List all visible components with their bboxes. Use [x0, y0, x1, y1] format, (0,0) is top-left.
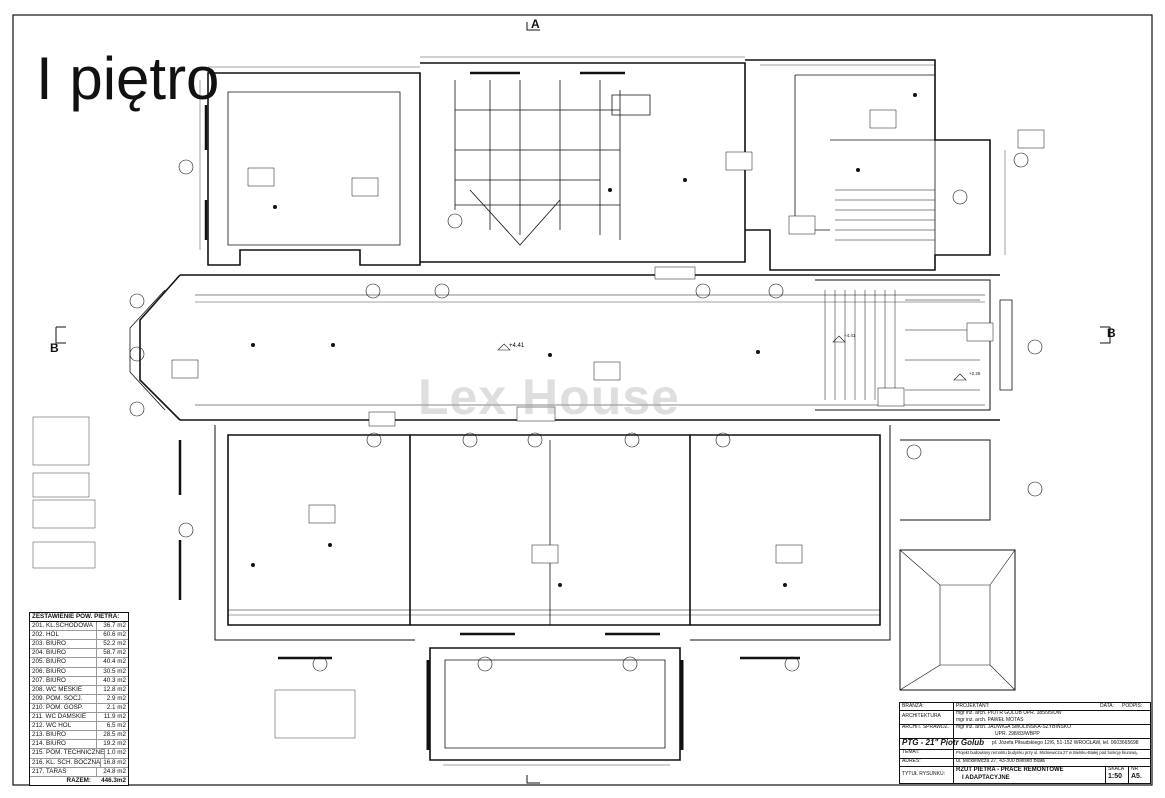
adres-value: ul. Mickiewicza 27, 43-300 Bielsko Biała — [956, 758, 1045, 764]
tytul-1: RZUT PIETRA - PRACE REMONTOWE — [956, 767, 1064, 773]
level-hall: +4.41 — [509, 343, 525, 349]
tytul-2: I ADAPTACYJNE — [962, 775, 1010, 781]
sprawdz-label: ARCHIT. SPRAWDZ. — [902, 724, 950, 730]
firm-name: PTG - 21" Piotr Golub — [902, 738, 985, 747]
floor-title: I piętro — [36, 45, 220, 112]
section-marker-a-top: A — [531, 17, 540, 31]
temat-value: Projekt budowlany remontu budynku przy u… — [956, 750, 1138, 755]
data-label: DATA: — [1100, 703, 1114, 709]
projektant-label: PROJEKTANT: — [956, 703, 990, 709]
podpis-label: PODPIS: — [1122, 703, 1143, 709]
adres-label: ADRES: — [902, 758, 921, 764]
section-marker-b-right: B — [1107, 326, 1116, 340]
level-stair: +4.41 — [844, 333, 856, 338]
sprawdz-1: mgr inż. arch. JADWIGA SMOLIŃSKA-SZYBIŃS… — [956, 724, 1072, 730]
level-east: +2.25 — [969, 371, 981, 376]
skala-value: 1:50 — [1108, 773, 1123, 780]
table-row: 210. POM. GOSP.2.1 m2 — [30, 703, 128, 714]
skala-cell: SKALA 1:50 — [1105, 766, 1124, 783]
temat-label: TEMAT: — [902, 749, 920, 755]
table-row: 209. POM. SOCJ.2.9 m2 — [30, 694, 128, 704]
summary-total-row: RAZEM:446.3m2 — [66, 776, 126, 784]
title-block: BRANŻA: PROJEKTANT: DATA: PODPIS: ARCHIT… — [899, 702, 1151, 784]
area-summary-table: ZESTAWIENIE POW. PIETRA: 201. KL.SCHODOW… — [29, 612, 129, 786]
nr-label: NR — [1131, 766, 1139, 772]
tytul-label: TYTUŁ RYSUNKU: — [902, 771, 945, 777]
sprawdz-2: UPR. 298/83/WBPP — [995, 731, 1040, 737]
skala-label: SKALA — [1108, 766, 1125, 772]
projektant-2: mgr inż. arch. PAWEŁ MOTAS — [956, 717, 1024, 723]
watermark: Lex House — [418, 369, 680, 425]
nr-value: A5. — [1131, 773, 1142, 780]
summary-header: ZESTAWIENIE POW. PIETRA: — [30, 613, 128, 623]
architektura-label: ARCHITEKTURA — [902, 713, 941, 719]
nr-cell: NR A5. — [1128, 766, 1142, 783]
branza-label: BRANŻA: — [902, 703, 924, 709]
section-marker-b-left: B — [50, 341, 59, 355]
firm-address: pl. Józefa Piłsudskiego 12/6, 51-152 WRO… — [992, 740, 1139, 746]
projektant-1: mgr inż. arch. PIOTR GOLUB UPR. 385/95/U… — [956, 710, 1062, 716]
